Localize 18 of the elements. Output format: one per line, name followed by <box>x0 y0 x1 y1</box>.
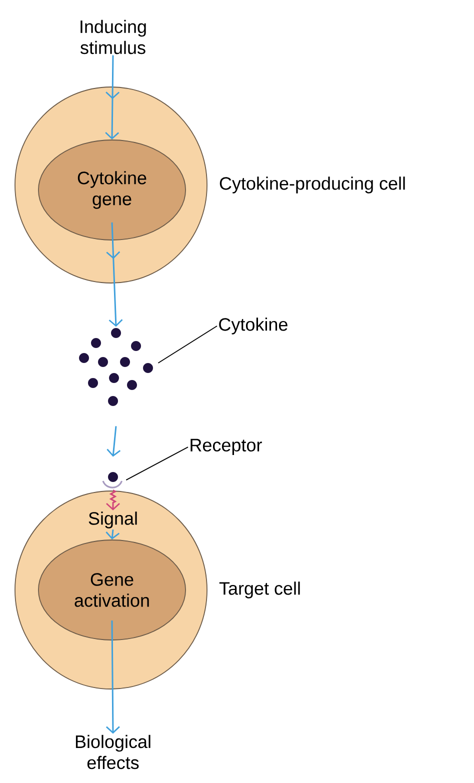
arrow <box>106 222 123 327</box>
node-label: Cytokine-producing cell <box>220 176 405 194</box>
arrow <box>106 426 121 457</box>
text-label: Biological effects <box>76 734 150 770</box>
text-label: Cytokine <box>219 318 288 334</box>
arrow <box>106 620 120 734</box>
receptor-drawing <box>102 472 123 488</box>
leader-line <box>158 326 218 364</box>
nucleus-drawing: Cytokine gene <box>38 140 186 240</box>
text-label: Inducing stimulus <box>80 20 146 54</box>
leader-line <box>126 446 188 480</box>
arrow <box>105 55 120 140</box>
text-label: Receptor <box>190 438 262 456</box>
node-label: Target cell <box>219 582 300 598</box>
arrow <box>106 490 120 510</box>
nucleus-drawing: Gene activation <box>38 540 186 640</box>
text-label: Signal <box>88 512 137 528</box>
cytokine-dots <box>79 328 153 406</box>
